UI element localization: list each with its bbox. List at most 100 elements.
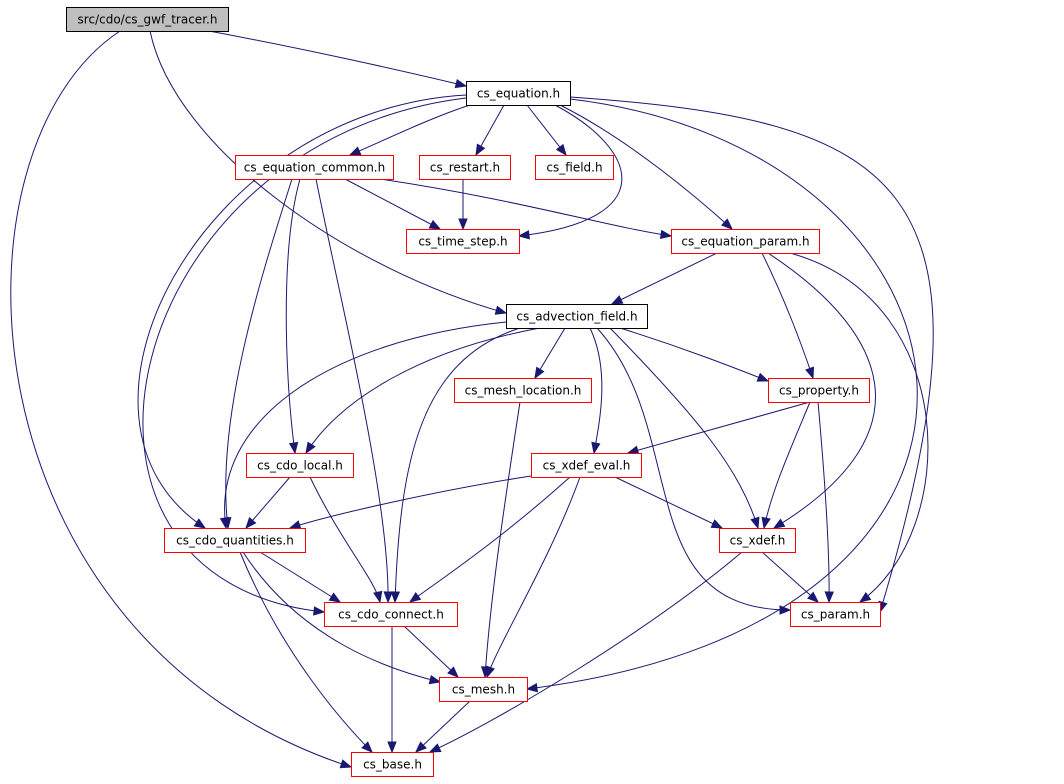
- node-label[interactable]: cs_cdo_local.h: [257, 459, 343, 473]
- arrowhead-advection_field-to-cdo_connect: [390, 591, 401, 604]
- edge-advection_field-to-param: [596, 327, 791, 611]
- node-label[interactable]: cs_xdef_eval.h: [543, 459, 631, 473]
- node-cdo-connect[interactable]: cs_cdo_connect.h: [324, 602, 458, 627]
- node-label[interactable]: cs_equation_common.h: [244, 161, 385, 175]
- arrowhead-equation_common-to-equation_param: [659, 229, 673, 240]
- arrowhead-cdo_local-to-cdo_quantities: [245, 516, 257, 530]
- node-label[interactable]: cs_base.h: [363, 758, 422, 772]
- edge-equation-to-field: [526, 104, 567, 156]
- node-label[interactable]: cs_property.h: [779, 384, 859, 398]
- node-equation-common[interactable]: cs_equation_common.h: [235, 155, 394, 180]
- node-label[interactable]: cs_equation.h: [477, 87, 560, 101]
- node-param[interactable]: cs_param.h: [790, 602, 881, 627]
- node-label[interactable]: cs_cdo_connect.h: [338, 608, 444, 622]
- arrowhead-cdo_quantities-to-base: [361, 741, 373, 753]
- edge-cdo_local-to-cdo_quantities: [245, 476, 291, 529]
- arrowhead-equation-to-cdo_connect: [313, 606, 326, 616]
- arrowhead-equation-to-field: [555, 143, 567, 157]
- arrowhead-xdef_eval-to-cdo_quantities: [288, 520, 302, 530]
- node-box[interactable]: [419, 155, 511, 180]
- node-label[interactable]: cs_equation_param.h: [681, 235, 809, 249]
- node-gwf-tracer[interactable]: src/cdo/cs_gwf_tracer.h: [66, 7, 229, 32]
- node-box[interactable]: [246, 453, 354, 478]
- arrowhead-advection_field-to-mesh_location: [534, 366, 545, 380]
- node-label[interactable]: cs_xdef.h: [730, 534, 786, 548]
- arrowhead-equation_param-to-param: [858, 592, 872, 603]
- edge-equation-to-equation_param: [559, 104, 733, 230]
- node-mesh[interactable]: cs_mesh.h: [439, 677, 528, 702]
- arrowhead-equation-to-cdo_quantities: [193, 518, 207, 529]
- node-base[interactable]: cs_base.h: [351, 752, 434, 777]
- arrowhead-xdef_eval-to-xdef: [710, 519, 724, 529]
- node-label[interactable]: cs_advection_field.h: [516, 310, 637, 324]
- edge-equation_common-to-equation_param: [379, 178, 672, 237]
- edge-cdo_local-to-cdo_connect: [309, 476, 381, 603]
- node-box[interactable]: [790, 602, 881, 627]
- arrowhead-gwf_tracer-to-equation: [454, 78, 468, 89]
- node-label[interactable]: cs_cdo_quantities.h: [176, 534, 294, 548]
- arrowhead-equation-to-equation_param: [721, 218, 733, 230]
- arrowhead-equation_common-to-cdo_connect: [383, 591, 393, 604]
- edge-equation-to-param: [569, 96, 934, 613]
- node-box[interactable]: [439, 677, 528, 702]
- node-field[interactable]: cs_field.h: [535, 155, 614, 180]
- arrowhead-restart-to-time_step: [458, 218, 468, 231]
- node-box[interactable]: [506, 304, 648, 329]
- node-box[interactable]: [406, 229, 520, 254]
- node-box[interactable]: [66, 7, 229, 32]
- node-label[interactable]: cs_restart.h: [430, 161, 500, 175]
- node-equation-param[interactable]: cs_equation_param.h: [671, 229, 820, 254]
- arrowhead-advection_field-to-xdef_eval: [591, 441, 601, 455]
- node-box[interactable]: [351, 752, 434, 777]
- node-label[interactable]: src/cdo/cs_gwf_tracer.h: [78, 13, 218, 27]
- edge-xdef_eval-to-mesh: [486, 476, 581, 678]
- node-property[interactable]: cs_property.h: [768, 378, 870, 403]
- arrowhead-equation_common-to-time_step: [428, 219, 442, 230]
- node-cdo-quantities[interactable]: cs_cdo_quantities.h: [164, 528, 306, 553]
- edge-equation_param-to-xdef: [767, 252, 876, 529]
- arrowhead-equation-to-equation_common: [348, 146, 362, 156]
- arrowhead-advection_field-to-cdo_local: [305, 441, 316, 455]
- arrowhead-equation_param-to-xdef: [772, 518, 786, 529]
- node-restart[interactable]: cs_restart.h: [419, 155, 511, 180]
- node-xdef[interactable]: cs_xdef.h: [719, 528, 796, 553]
- edge-equation-to-cdo_quantities: [137, 94, 467, 529]
- node-box[interactable]: [164, 528, 306, 553]
- arrowhead-property-to-param: [824, 591, 834, 604]
- node-box[interactable]: [768, 378, 870, 403]
- edge-property-to-xdef: [763, 401, 811, 529]
- arrowhead-advection_field-to-xdef: [750, 516, 760, 530]
- node-box[interactable]: [671, 229, 820, 254]
- node-xdef-eval[interactable]: cs_xdef_eval.h: [531, 453, 642, 478]
- node-box[interactable]: [466, 81, 571, 106]
- node-label[interactable]: cs_time_step.h: [418, 235, 507, 249]
- edge-gwf_tracer-to-base: [10, 30, 352, 768]
- edge-gwf_tracer-to-equation: [208, 30, 467, 87]
- node-time-step[interactable]: cs_time_step.h: [406, 229, 520, 254]
- edge-equation_common-to-cdo_quantities: [225, 178, 293, 529]
- node-box[interactable]: [235, 155, 394, 180]
- node-label[interactable]: cs_field.h: [546, 161, 602, 175]
- node-label[interactable]: cs_param.h: [801, 608, 870, 622]
- arrowhead-gwf_tracer-to-advection_field: [494, 305, 508, 315]
- dependency-edges: [10, 30, 934, 769]
- arrowhead-equation_common-to-cdo_local: [288, 441, 299, 455]
- node-box[interactable]: [719, 528, 796, 553]
- node-label[interactable]: cs_mesh.h: [452, 683, 515, 697]
- edge-advection_field-to-property: [619, 327, 769, 382]
- edge-advection_field-to-xdef_eval: [589, 327, 603, 454]
- edge-gwf_tracer-to-advection_field: [149, 30, 507, 314]
- node-advection-field[interactable]: cs_advection_field.h: [506, 304, 648, 329]
- edge-advection_field-to-xdef: [609, 327, 759, 529]
- edge-advection_field-to-cdo_connect: [394, 327, 521, 603]
- node-box[interactable]: [324, 602, 458, 627]
- arrowhead-xdef-to-base: [428, 743, 442, 753]
- node-box[interactable]: [535, 155, 614, 180]
- node-equation[interactable]: cs_equation.h: [466, 81, 571, 106]
- node-cdo-local[interactable]: cs_cdo_local.h: [246, 453, 354, 478]
- node-label[interactable]: cs_mesh_location.h: [465, 384, 582, 398]
- node-mesh-location[interactable]: cs_mesh_location.h: [454, 378, 592, 403]
- node-box[interactable]: [454, 378, 592, 403]
- node-box[interactable]: [531, 453, 642, 478]
